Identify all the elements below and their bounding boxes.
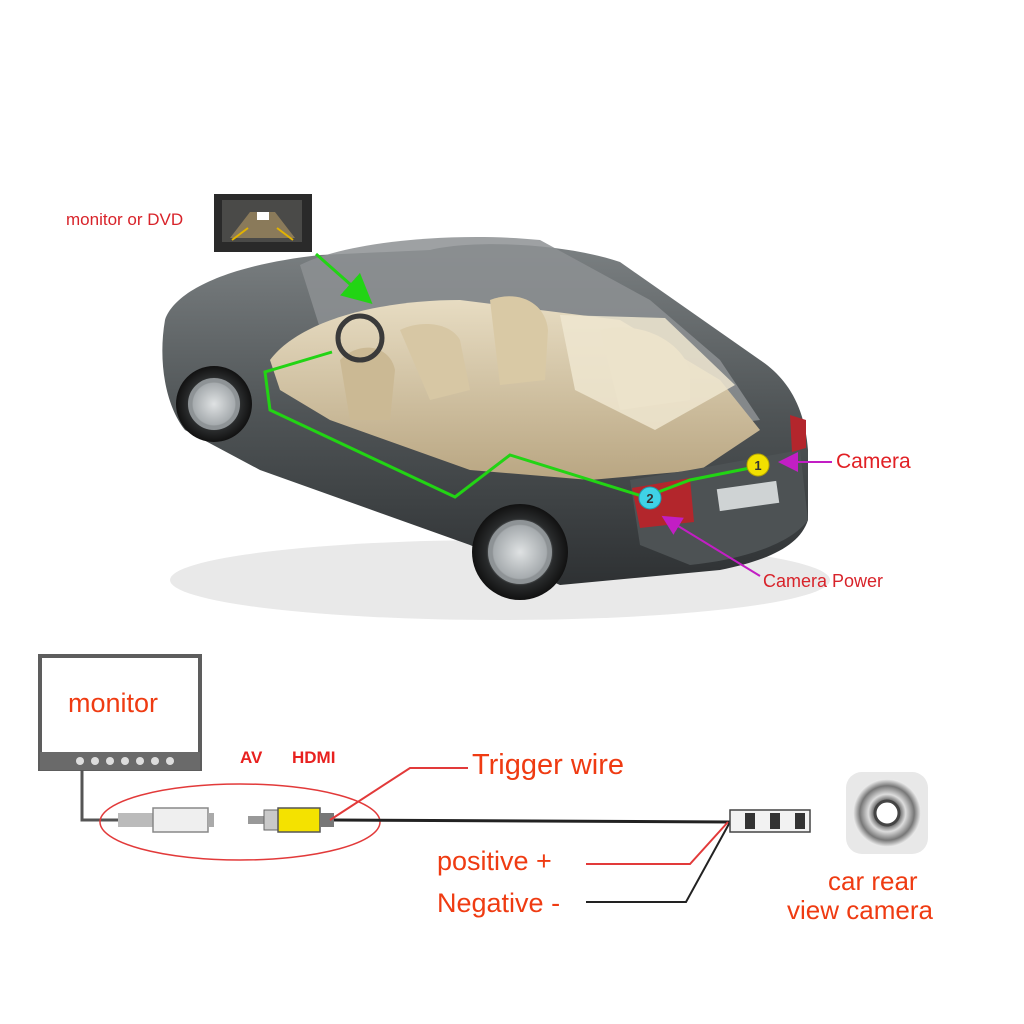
positive-wire xyxy=(586,821,729,865)
monitor-icon xyxy=(38,654,202,771)
camera-connector-icon xyxy=(729,809,811,833)
camera-marker: 1 xyxy=(746,453,770,477)
svg-text:1: 1 xyxy=(754,458,761,473)
car-illustration xyxy=(162,237,830,620)
label-camera-power: Camera Power xyxy=(763,571,884,591)
yellow-av-connector-icon xyxy=(248,807,334,833)
label-car-rear: car rear xyxy=(828,866,918,896)
label-positive: positive + xyxy=(437,846,552,876)
dvd-monitor-thumbnail xyxy=(214,194,312,252)
trigger-wire-leader xyxy=(329,767,468,821)
label-negative: Negative - xyxy=(437,888,561,918)
rca-connector-icon xyxy=(118,807,214,833)
wire-route xyxy=(263,252,756,499)
camera-lens-icon xyxy=(846,772,928,854)
label-monitor-or-dvd: monitor or DVD xyxy=(66,210,184,229)
label-monitor: monitor xyxy=(68,688,159,718)
power-marker: 2 xyxy=(638,486,662,510)
label-av: AV xyxy=(240,748,263,767)
label-camera: Camera xyxy=(836,450,911,473)
power-pointer xyxy=(661,515,761,577)
negative-wire xyxy=(586,821,731,903)
label-hdmi: HDMI xyxy=(292,748,336,767)
connector-group-ellipse xyxy=(99,783,381,861)
svg-text:2: 2 xyxy=(646,491,653,506)
label-trigger-wire: Trigger wire xyxy=(472,749,625,781)
label-view-camera: view camera xyxy=(787,895,933,925)
main-cable xyxy=(333,818,731,824)
